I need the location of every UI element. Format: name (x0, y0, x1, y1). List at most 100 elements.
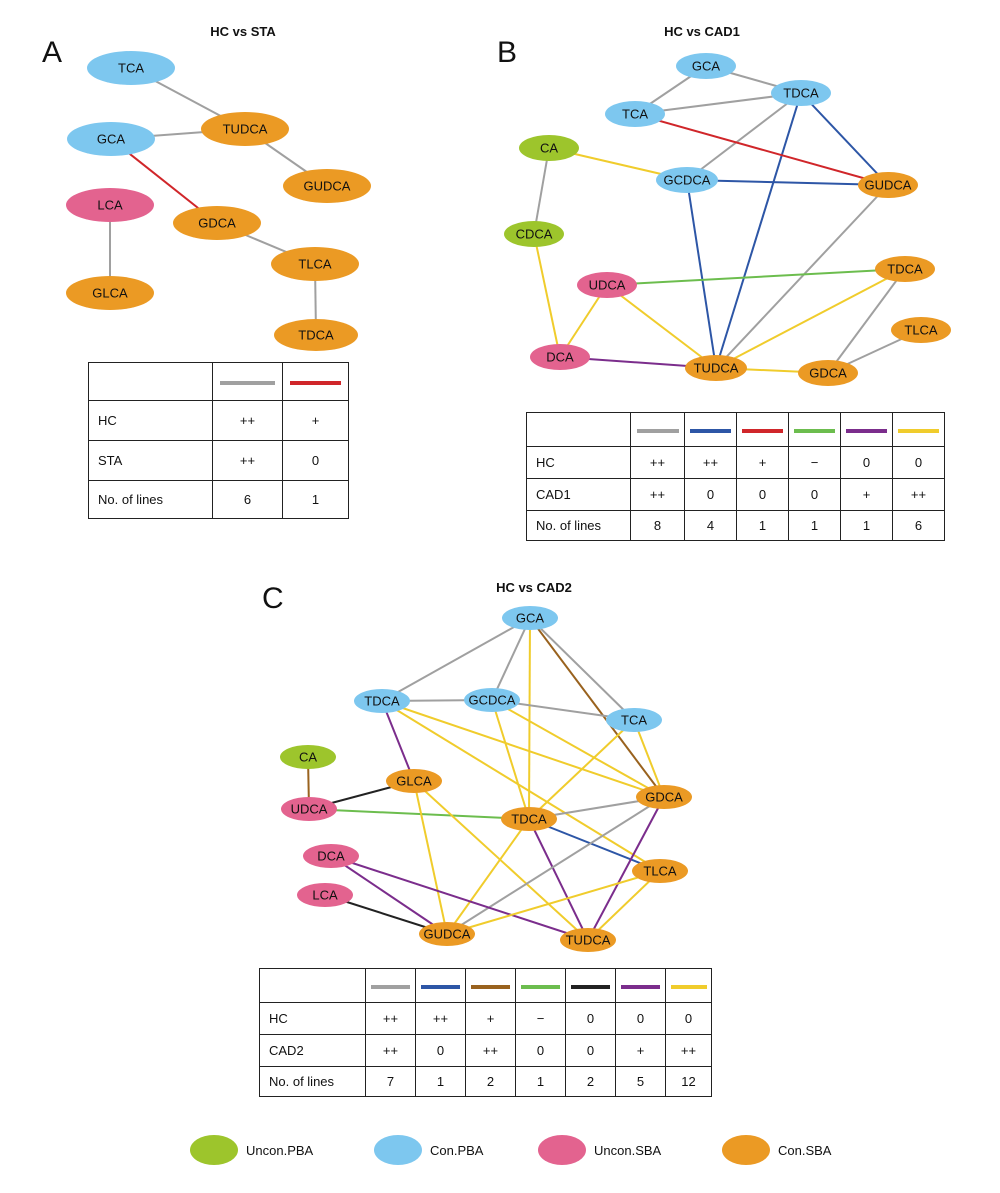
edge-yellow (533, 233, 561, 358)
node-ellipse (676, 53, 736, 79)
node-label: DCA (546, 350, 574, 365)
panel-title: HC vs STA (210, 24, 276, 39)
node-ellipse (606, 708, 662, 732)
node-ellipse (280, 745, 336, 769)
node-tdca: TDCA (274, 319, 358, 351)
table-cell: 0 (282, 440, 349, 481)
node-label: TCA (621, 713, 647, 728)
table-cell: 5 (615, 1066, 666, 1097)
table-cell: ++ (212, 440, 283, 481)
edge-green (606, 268, 906, 286)
edge-purple (528, 818, 589, 941)
table-cell: 0 (515, 1034, 566, 1067)
con-pba-swatch (374, 1135, 422, 1165)
edge-red (634, 113, 889, 186)
node-ellipse (636, 785, 692, 809)
table-corner-cell (88, 362, 213, 401)
node-ellipse (297, 883, 353, 907)
key-item-con-sba: Con.SBA (722, 1135, 831, 1165)
table-cell: 1 (788, 510, 841, 541)
edge-blue (715, 92, 802, 369)
node-label: TLCA (904, 323, 938, 338)
node-label: CA (299, 750, 317, 765)
edge-gray (715, 184, 889, 369)
con-sba-swatch (722, 1135, 770, 1165)
edge-blue (686, 179, 717, 369)
node-ellipse (771, 80, 831, 106)
node-label: GDCA (645, 790, 683, 805)
table-row: STA++0 (88, 440, 349, 481)
node-tdca: TDCA (875, 256, 935, 282)
line-color-header-gray (365, 968, 416, 1003)
node-tdca: TDCA (501, 807, 557, 831)
node-ellipse (201, 112, 289, 146)
table-cell: 0 (892, 446, 945, 479)
node-ellipse (501, 807, 557, 831)
line-color-header-blue (684, 412, 737, 447)
node-tlca: TLCA (891, 317, 951, 343)
node-label: GLCA (92, 286, 128, 301)
node-label: LCA (312, 888, 338, 903)
node-ca: CA (280, 745, 336, 769)
node-label: GDCA (198, 216, 236, 231)
node-label: GCDCA (664, 173, 711, 188)
table-corner-cell (259, 968, 366, 1003)
table-cell: 6 (892, 510, 945, 541)
row-label: HC (88, 400, 213, 441)
table-cell: 1 (515, 1066, 566, 1097)
node-label: GCA (516, 611, 545, 626)
node-tlca: TLCA (271, 247, 359, 281)
line-color-header-brown (465, 968, 516, 1003)
row-label: No. of lines (526, 510, 631, 541)
edges (533, 65, 922, 374)
edge-yellow (413, 780, 589, 941)
edge-yellow (491, 699, 665, 798)
key-label: Uncon.PBA (246, 1142, 314, 1158)
node-label: TDCA (887, 262, 923, 277)
node-tca: TCA (605, 101, 665, 127)
line-color-header-purple (840, 412, 893, 447)
table-cell: + (465, 1002, 516, 1035)
table-cell: ++ (892, 478, 945, 511)
node-ellipse (271, 247, 359, 281)
node-label: CA (540, 141, 558, 156)
line-swatch-green (521, 984, 560, 989)
edge-yellow (633, 719, 665, 798)
panel-letter: A (42, 36, 62, 69)
node-label: GCA (692, 59, 721, 74)
node-ellipse (632, 859, 688, 883)
table-cell: 4 (684, 510, 737, 541)
node-label: LCA (97, 198, 123, 213)
table-cell: 0 (788, 478, 841, 511)
node-ellipse (274, 319, 358, 351)
table-cell: ++ (630, 478, 685, 511)
node-label: GUDCA (865, 178, 912, 193)
node-gca: GCA (67, 122, 155, 156)
row-label: No. of lines (259, 1066, 366, 1097)
node-gdca: GDCA (636, 785, 692, 809)
table-cell: − (515, 1002, 566, 1035)
edge-blue (686, 179, 889, 186)
line-swatch-blue (421, 984, 460, 989)
node-lca: LCA (297, 883, 353, 907)
node-glca: GLCA (386, 769, 442, 793)
table-cell: + (840, 478, 893, 511)
node-ellipse (173, 206, 261, 240)
table-cell: 1 (282, 480, 349, 519)
edges (307, 617, 665, 941)
row-label: HC (526, 446, 631, 479)
node-label: TDCA (511, 812, 547, 827)
table-cell: ++ (365, 1002, 416, 1035)
node-tlca: TLCA (632, 859, 688, 883)
node-label: GUDCA (424, 927, 471, 942)
line-swatch-yellow (670, 984, 707, 989)
table-cell: 1 (840, 510, 893, 541)
line-color-header-green (788, 412, 841, 447)
edge-green (308, 808, 530, 820)
